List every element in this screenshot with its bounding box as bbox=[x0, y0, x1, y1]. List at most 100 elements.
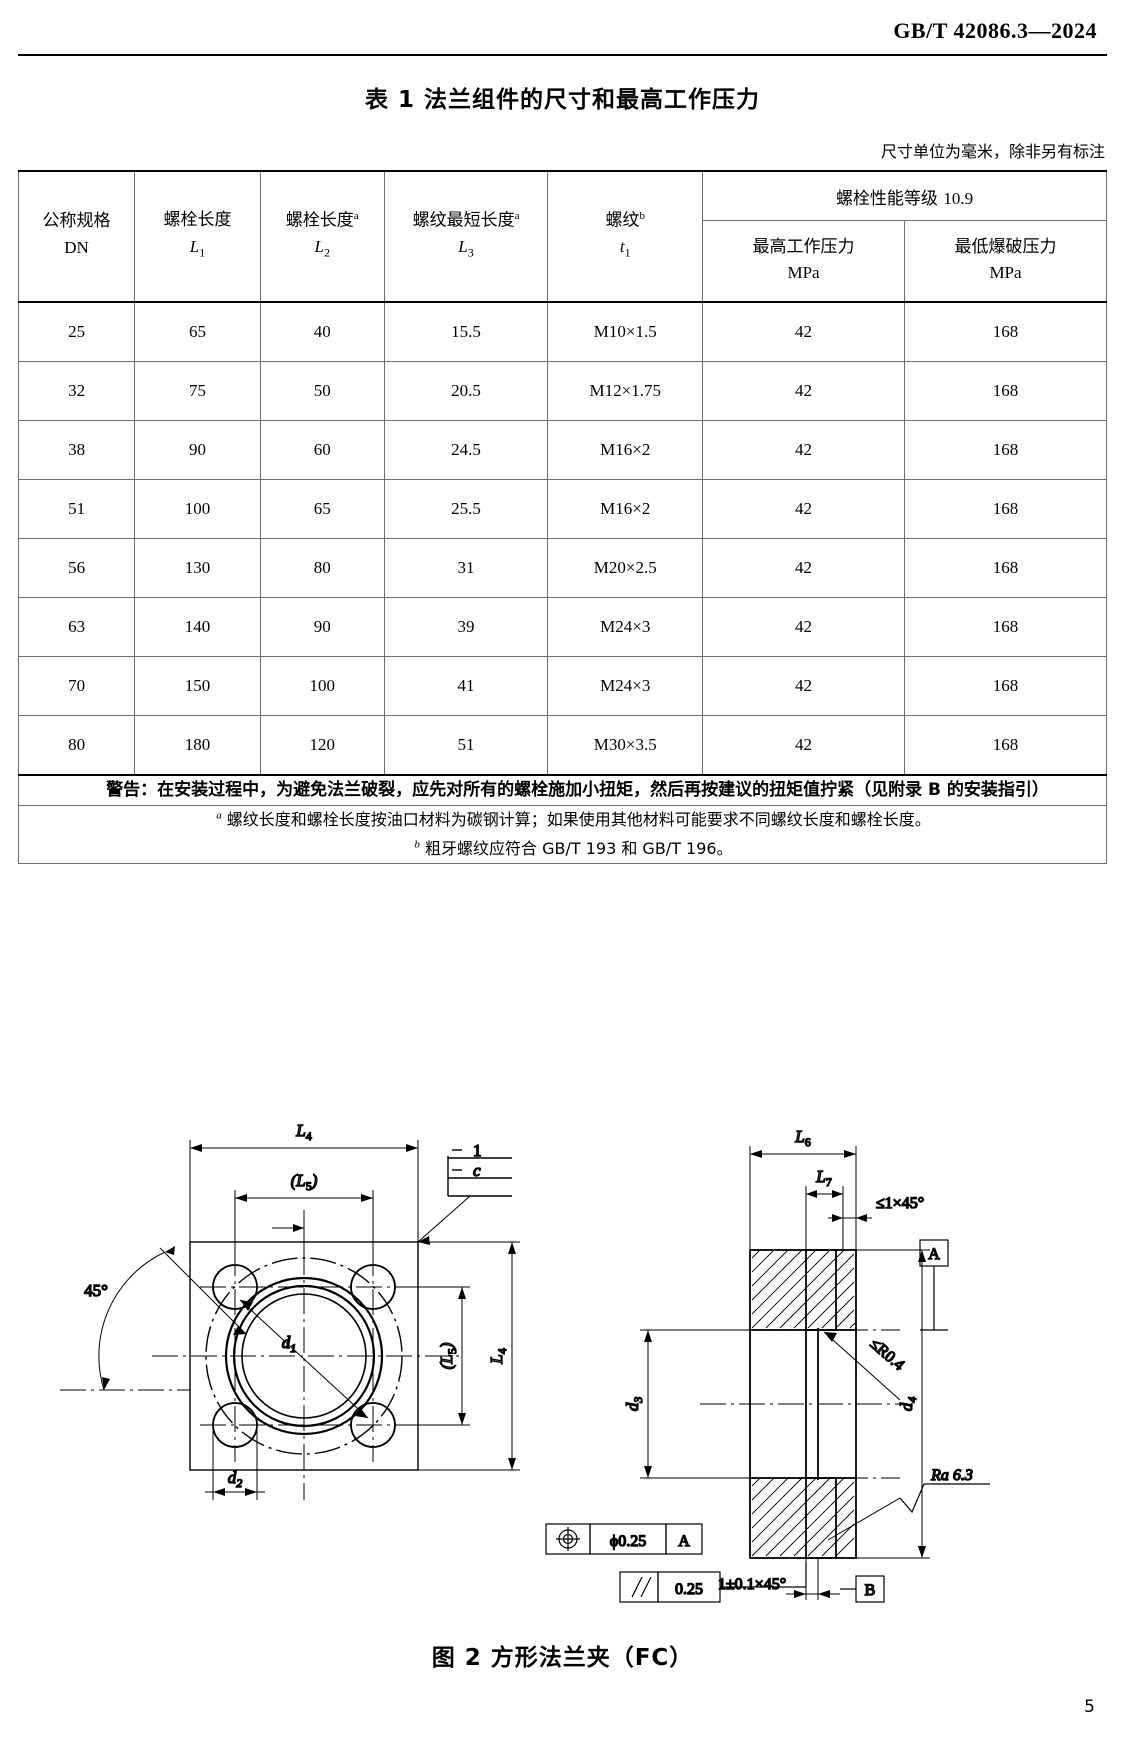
surface-finish-symbol bbox=[899, 1483, 990, 1514]
footnote-b: b 粗牙螺纹应符合 GB/T 193 和 GB/T 196。 bbox=[414, 838, 733, 858]
footnote-row: a 螺纹长度和螺栓长度按油口材料为碳钢计算；如果使用其他材料可能要求不同螺纹长度… bbox=[18, 804, 1107, 865]
label-L4-top: L4 bbox=[295, 1121, 311, 1143]
cell-l1: 75 bbox=[134, 361, 261, 421]
col-header-l3-cn: 螺纹最短长度a bbox=[412, 209, 520, 231]
col-header-l1: 螺栓长度 L1 bbox=[134, 170, 261, 303]
label-chamfer-top: ≤1×45° bbox=[876, 1195, 924, 1212]
flange-dimensions-table: 公称规格 DN 螺栓长度 L1 螺栓长度a L2 螺纹最短长度a L3 螺纹b bbox=[17, 170, 1107, 865]
label-chamfer-bottom: 1±0.1×45° bbox=[718, 1576, 786, 1593]
dim-chamfer-top bbox=[828, 1210, 872, 1250]
cell-mwp: 42 bbox=[702, 597, 905, 657]
col-header-dn: 公称规格 DN bbox=[17, 170, 136, 303]
label-d4: d4 bbox=[897, 1397, 919, 1412]
cell-l2: 65 bbox=[259, 479, 385, 539]
section-upper-block bbox=[749, 1249, 837, 1331]
header-rule bbox=[18, 54, 1107, 56]
label-radius: ≤R0.4 bbox=[866, 1335, 907, 1374]
dim-L4-vertical bbox=[418, 1241, 520, 1471]
label-datum-b: B bbox=[865, 1582, 876, 1599]
label-gdt-position-datum: A bbox=[678, 1533, 690, 1550]
centerlines-left-view bbox=[152, 1210, 460, 1500]
table-head-row-1: 公称规格 DN 螺栓长度 L1 螺栓长度a L2 螺纹最短长度a L3 螺纹b bbox=[17, 170, 1107, 303]
col-header-l2-cn: 螺栓长度a bbox=[285, 209, 359, 231]
col-header-l2: 螺栓长度a L2 bbox=[259, 170, 385, 303]
dim-L4-horizontal bbox=[189, 1140, 419, 1242]
dim-d4 bbox=[856, 1249, 930, 1559]
bolt-grade-value: 10.9 bbox=[943, 188, 974, 208]
angle-45-arrow-2 bbox=[165, 1246, 175, 1255]
angle-45-arrow-1 bbox=[102, 1377, 110, 1390]
annotation-flag-1-c bbox=[447, 1149, 512, 1197]
warning-row: 警告：在安装过程中，为避免法兰破裂，应先对所有的螺栓施加小扭矩，然后再按建议的扭… bbox=[18, 773, 1107, 806]
hatch-lower bbox=[751, 1477, 855, 1557]
warning-text: 警告：在安装过程中，为避免法兰破裂，应先对所有的螺栓施加小扭矩，然后再按建议的扭… bbox=[106, 780, 1049, 800]
dim-d3 bbox=[640, 1329, 752, 1479]
warning-cell: 警告：在安装过程中，为避免法兰破裂，应先对所有的螺栓施加小扭矩，然后再按建议的扭… bbox=[18, 773, 1107, 806]
cell-dn: 32 bbox=[17, 361, 136, 421]
dim-d2 bbox=[205, 1430, 265, 1500]
mwp-unit: MPa bbox=[787, 262, 820, 282]
cell-dn: 56 bbox=[17, 538, 136, 598]
cell-burst: 168 bbox=[904, 361, 1107, 421]
cell-l2: 90 bbox=[259, 597, 385, 657]
table-head: 公称规格 DN 螺栓长度 L1 螺栓长度a L2 螺纹最短长度a L3 螺纹b bbox=[17, 170, 1107, 303]
cell-thread: M24×3 bbox=[547, 597, 704, 657]
col-header-l3: 螺纹最短长度a L3 bbox=[383, 170, 549, 303]
section-lower-lip bbox=[805, 1477, 857, 1559]
col-header-thread-sym: t1 bbox=[619, 237, 631, 260]
col-header-max-working-pressure: 最高工作压力 MPa bbox=[702, 220, 905, 303]
mwp-cn: 最高工作压力 bbox=[752, 236, 855, 257]
cell-burst: 168 bbox=[904, 420, 1107, 480]
burst-unit: MPa bbox=[989, 262, 1022, 282]
label-L4-vertical: L4 bbox=[487, 1348, 509, 1364]
label-surface-finish: Ra 6.3 bbox=[930, 1467, 973, 1484]
col-header-l1-cn: 螺栓长度 bbox=[163, 210, 232, 231]
cell-l1: 130 bbox=[134, 538, 261, 598]
label-d1: d1 bbox=[282, 1333, 297, 1355]
surface-finish-leader bbox=[827, 1497, 901, 1541]
cell-mwp: 42 bbox=[702, 361, 905, 421]
col-header-l1-sym: L1 bbox=[189, 236, 206, 260]
gdt-parallel-frame bbox=[619, 1562, 807, 1603]
cell-l1: 100 bbox=[134, 479, 261, 539]
bolt-grade-cn: 螺栓性能等级 bbox=[835, 188, 938, 209]
col-header-dn-cn: 公称规格 bbox=[42, 210, 111, 231]
label-L5-vertical: (L5) bbox=[437, 1342, 459, 1369]
cell-mwp: 42 bbox=[702, 715, 905, 776]
radius-leader bbox=[823, 1331, 901, 1401]
cell-thread: M20×2.5 bbox=[547, 538, 704, 598]
cell-dn: 70 bbox=[17, 656, 136, 716]
angle-45-arc bbox=[98, 1251, 166, 1391]
cell-mwp: 42 bbox=[702, 420, 905, 480]
cell-thread: M10×1.5 bbox=[547, 301, 704, 362]
cell-burst: 168 bbox=[904, 538, 1107, 598]
label-45-degrees: 45° bbox=[84, 1281, 108, 1300]
table-foot: 警告：在安装过程中，为避免法兰破裂，应先对所有的螺栓施加小扭矩，然后再按建议的扭… bbox=[18, 773, 1107, 865]
cell-thread: M24×3 bbox=[547, 656, 704, 716]
cell-l3: 20.5 bbox=[383, 361, 549, 421]
technical-drawing-svg: L4 (L5) bbox=[60, 1120, 990, 1603]
cell-l3: 41 bbox=[383, 656, 549, 716]
cell-burst: 168 bbox=[904, 479, 1107, 539]
cell-l1: 150 bbox=[134, 656, 261, 716]
cell-mwp: 42 bbox=[702, 656, 905, 716]
cell-l2: 100 bbox=[259, 656, 385, 716]
centerlines-right-view bbox=[700, 1329, 900, 1479]
unit-note: 尺寸单位为毫米，除非另有标注 bbox=[880, 142, 1105, 161]
col-header-l2-sym: L2 bbox=[314, 237, 330, 260]
cell-l3: 51 bbox=[383, 715, 549, 776]
figure-drawing: L4 (L5) bbox=[0, 1100, 1125, 1610]
table-head-row-2: 最高工作压力 MPa 最低爆破压力 MPa bbox=[19, 220, 1107, 303]
cell-mwp: 42 bbox=[702, 479, 905, 539]
label-d2: d2 bbox=[228, 1468, 243, 1490]
figure-caption: 图 2 方形法兰夹（FC） bbox=[431, 1645, 694, 1671]
gdt-position-frame bbox=[545, 1523, 703, 1555]
cell-l1: 140 bbox=[134, 597, 261, 657]
section-lower-block bbox=[749, 1477, 837, 1559]
